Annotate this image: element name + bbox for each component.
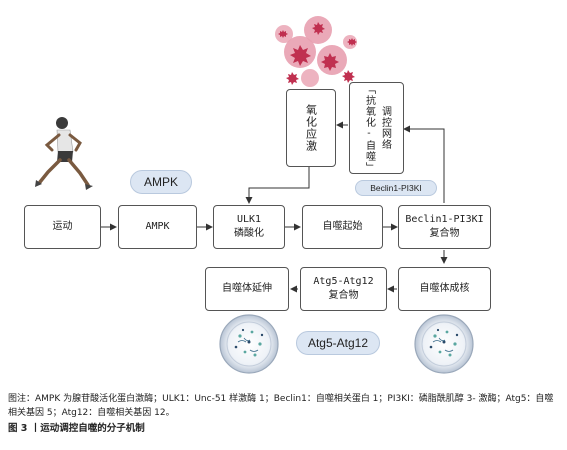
- box-anti-oxidation-label: 「抗氧化-自噬」: [363, 83, 375, 173]
- box-beclin-complex-label: Beclin1-PI3KI 复合物: [405, 214, 484, 239]
- pill-ampk-label: AMPK: [143, 175, 178, 189]
- pill-beclin: Beclin1-PI3KI: [355, 180, 437, 196]
- box-ulk1: ULK1 磷酸化: [213, 205, 285, 249]
- figure-title: 图 3 丨运动调控自噬的分子机制: [8, 423, 145, 434]
- pill-atg: Atg5-Atg12: [296, 331, 380, 355]
- figure-note: 图注：AMPK 为腺苷酸活化蛋白激酶；ULK1：Unc-51 样激酶 1；Bec…: [8, 394, 554, 418]
- box-ampk-label: AMPK: [145, 221, 170, 232]
- pill-ampk: AMPK: [130, 170, 192, 194]
- box-ampk: AMPK: [118, 205, 197, 249]
- box-autophagosome-nucleation-label: 自噬体成核: [419, 283, 470, 294]
- box-autophagosome-elongation-label: 自噬体延伸: [222, 283, 272, 294]
- damaged-cells-cluster: [275, 16, 357, 87]
- box-atg-complex: Atg5-Atg12 复合物: [300, 267, 387, 311]
- box-beclin-complex: Beclin1-PI3KI 复合物: [398, 205, 491, 249]
- autophagosome-vesicle: [219, 314, 279, 374]
- pill-atg-label: Atg5-Atg12: [307, 336, 369, 350]
- box-exercise-label: 运动: [52, 221, 73, 232]
- box-ulk1-label: ULK1 磷酸化: [234, 214, 264, 239]
- box-oxidative-stress: 氧化应激: [286, 89, 336, 167]
- box-exercise: 运动: [24, 205, 101, 249]
- box-regulatory-network-label: 调控网络: [379, 106, 391, 150]
- box-autophagy-start: 自噬起始: [302, 205, 383, 249]
- box-regulatory-network: 「抗氧化-自噬」 调控网络: [349, 82, 404, 174]
- pill-beclin-label: Beclin1-PI3KI: [370, 183, 422, 193]
- box-autophagy-start-label: 自噬起始: [322, 221, 363, 232]
- box-atg-complex-label: Atg5-Atg12 复合物: [313, 276, 374, 301]
- runner-figure: [35, 117, 93, 190]
- box-autophagosome-elongation: 自噬体延伸: [205, 267, 289, 311]
- box-oxidative-stress-label: 氧化应激: [304, 104, 318, 152]
- connector-arrows: [101, 121, 448, 293]
- autophagosome-vesicle: [414, 314, 474, 374]
- box-autophagosome-nucleation: 自噬体成核: [398, 267, 491, 311]
